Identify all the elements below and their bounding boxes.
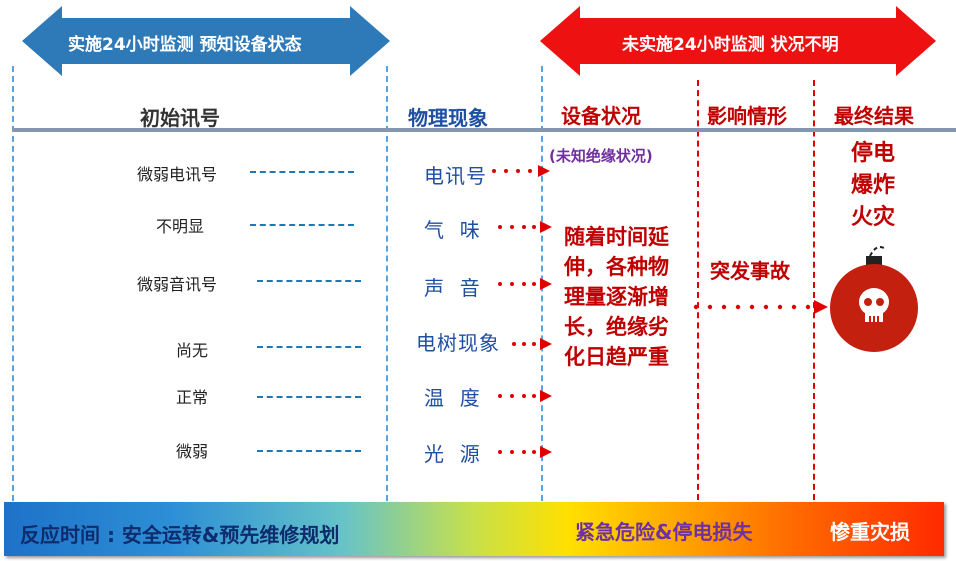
column-divider-red xyxy=(813,80,815,500)
unknown-insulation-status: (未知绝缘状况) xyxy=(549,147,653,165)
equipment-description: 随着时间延 伸，各种物 理量逐渐增 长，绝缘劣 化日趋严重 xyxy=(564,222,669,372)
description-line: 理量逐渐增 xyxy=(564,285,669,309)
phenomenon-label: 电树现象 xyxy=(416,331,500,355)
dotted-arrows xyxy=(492,165,552,458)
right-banner-text: 未实施24小时监测 状况不明 xyxy=(622,35,839,55)
influence-label: 突发事故 xyxy=(710,259,790,283)
signal-label: 微弱 xyxy=(176,442,209,461)
dash-connector xyxy=(250,171,354,173)
dash-connector xyxy=(257,396,361,398)
reaction-time-bar xyxy=(4,502,944,556)
dash-connector xyxy=(257,450,361,452)
result-item: 爆炸 xyxy=(850,173,895,198)
influence-dotted-arrow xyxy=(693,300,828,314)
skull-bomb-icon xyxy=(830,246,918,352)
dash-connector xyxy=(257,280,361,282)
reaction-time-label: 反应时间 : 安全运转&预先维修规划 xyxy=(20,523,340,547)
severe-disaster-label: 惨重灾损 xyxy=(830,520,910,544)
signal-label: 不明显 xyxy=(156,217,205,236)
phenomenon-label: 电讯号 xyxy=(424,164,487,188)
final-results: 停电 爆炸 火灾 xyxy=(850,138,896,234)
header-physical-phenomenon: 物理现象 xyxy=(408,106,488,130)
signal-label: 正常 xyxy=(176,388,209,407)
phenomenon-label: 声 音 xyxy=(424,276,481,300)
phenomenon-label: 光 源 xyxy=(424,442,481,466)
column-divider-red xyxy=(697,80,699,500)
column-divider xyxy=(12,66,14,501)
result-item: 停电 xyxy=(850,141,895,166)
description-line: 化日趋严重 xyxy=(564,345,669,369)
emergency-loss-label: 紧急危险&停电损失 xyxy=(575,520,753,544)
signal-label: 尚无 xyxy=(176,341,209,360)
phenomenon-label: 气 味 xyxy=(424,218,481,242)
header-final-result: 最终结果 xyxy=(834,104,914,128)
header-influence: 影响情形 xyxy=(707,104,787,128)
signal-label: 微弱电讯号 xyxy=(137,165,218,184)
dash-connector xyxy=(257,346,361,348)
description-line: 伸，各种物 xyxy=(564,255,669,279)
header-rule xyxy=(12,128,956,132)
column-divider xyxy=(386,66,388,501)
description-line: 长，绝缘劣 xyxy=(564,315,669,339)
right-arrow-banner xyxy=(540,6,936,76)
left-arrow-banner xyxy=(22,6,390,76)
result-item: 火灾 xyxy=(850,205,895,230)
header-equipment-status: 设备状况 xyxy=(561,104,641,128)
phenomenon-label: 温 度 xyxy=(424,386,481,410)
left-banner-text: 实施24小时监测 预知设备状态 xyxy=(68,35,302,55)
description-line: 随着时间延 xyxy=(564,225,669,249)
dash-connector xyxy=(250,224,354,226)
header-initial-signal: 初始讯号 xyxy=(140,106,220,130)
signal-label: 微弱音讯号 xyxy=(137,275,218,294)
